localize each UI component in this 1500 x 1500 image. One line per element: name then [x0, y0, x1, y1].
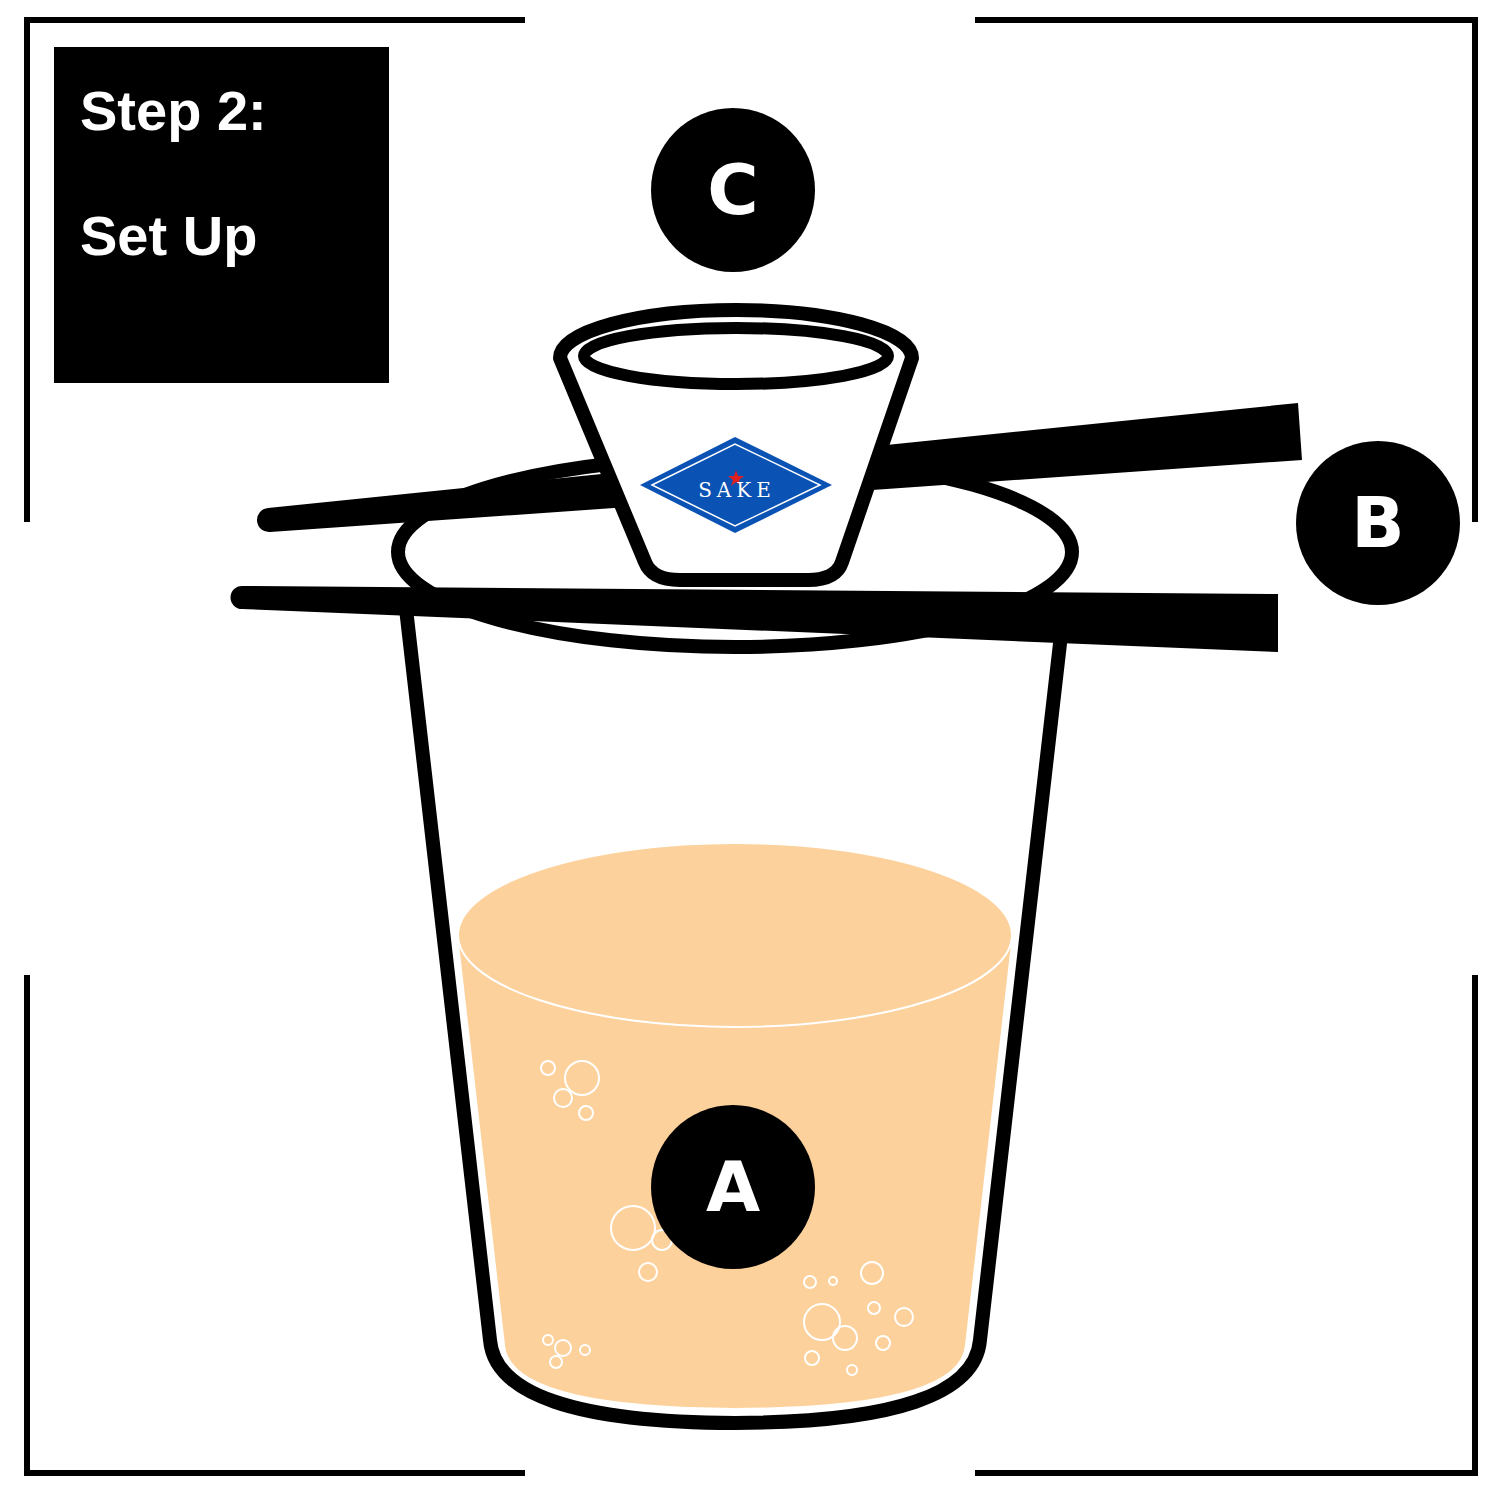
logo-text: SAKE — [657, 475, 817, 505]
bubble — [833, 1326, 857, 1350]
bubble — [861, 1262, 883, 1284]
bubbles — [541, 1061, 913, 1375]
bubble — [541, 1061, 555, 1075]
logo-diamond-border — [652, 444, 820, 526]
sake-cup — [560, 310, 912, 580]
bubble — [543, 1335, 553, 1345]
bubble — [580, 1345, 590, 1355]
liquid — [458, 843, 1012, 1408]
bubble — [868, 1302, 880, 1314]
callout-letter: A — [651, 1105, 815, 1269]
bubble — [565, 1061, 599, 1095]
bubble — [555, 1340, 571, 1356]
bubble — [611, 1206, 655, 1250]
callout-letter: C — [651, 108, 815, 272]
step-title: Step 2: Set Up — [54, 47, 389, 383]
corner-bracket — [975, 975, 1475, 1473]
sake-cup-opening — [584, 328, 888, 384]
bubble — [805, 1351, 819, 1365]
bubble — [829, 1277, 837, 1285]
bubble — [554, 1089, 572, 1107]
callout-letter: B — [1296, 441, 1460, 605]
bubble — [579, 1106, 593, 1120]
bubble — [895, 1308, 913, 1326]
corner-bracket — [27, 20, 525, 522]
cup-body — [405, 600, 1065, 1423]
bubble — [876, 1336, 890, 1350]
chopstick — [231, 586, 1279, 652]
bubble — [639, 1263, 657, 1281]
bubble — [804, 1304, 840, 1340]
bubble — [550, 1356, 562, 1368]
logo-diamond — [640, 437, 832, 533]
bubble — [847, 1365, 857, 1375]
corner-brackets — [27, 20, 1475, 1473]
bubble — [804, 1276, 816, 1288]
liquid-surface — [458, 843, 1012, 1027]
